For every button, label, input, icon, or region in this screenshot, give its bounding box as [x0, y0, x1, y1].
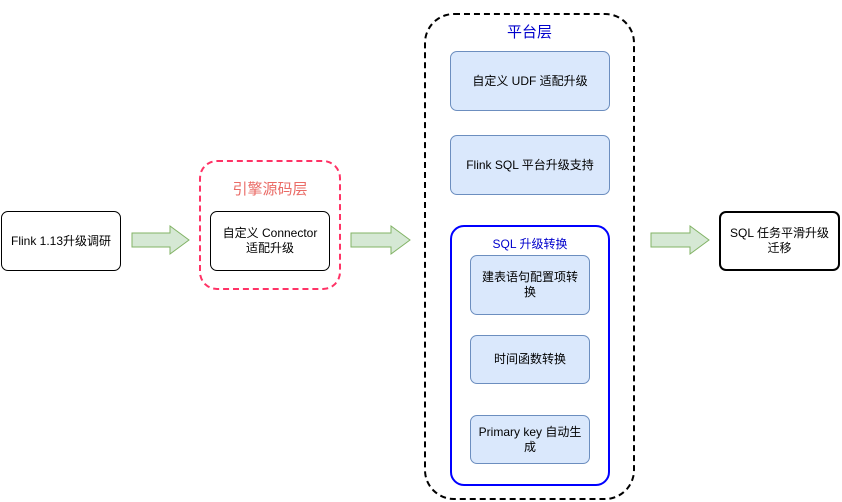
sql-upgrade-title: SQL 升级转换: [492, 237, 568, 251]
arrow-engine-to-platform: [350, 225, 411, 255]
node-sql-task-migration[interactable]: SQL 任务平滑升级迁移: [719, 211, 840, 271]
platform-layer-title: 平台层: [506, 24, 552, 41]
engine-source-layer-title: 引擎源码层: [232, 181, 308, 198]
node-custom-udf[interactable]: 自定义 UDF 适配升级: [450, 51, 610, 111]
node-ddl-option-convert[interactable]: 建表语句配置项转换: [470, 255, 590, 315]
sql-upgrade-group: SQL 升级转换: [450, 225, 610, 486]
node-ddl-option-convert-label: 建表语句配置项转换: [481, 270, 578, 299]
node-flink-research-label: Flink 1.13升级调研: [10, 233, 112, 248]
platform-layer-group: 平台层: [424, 13, 635, 500]
node-flink-sql-platform-label: Flink SQL 平台升级支持: [466, 157, 594, 172]
engine-source-layer-group: 引擎源码层: [199, 160, 341, 290]
node-flink-sql-platform[interactable]: Flink SQL 平台升级支持: [450, 135, 610, 195]
node-custom-udf-label: 自定义 UDF 适配升级: [472, 73, 588, 88]
node-time-func-convert-label: 时间函数转换: [493, 352, 566, 366]
node-sql-task-migration-label: SQL 任务平滑升级迁移: [730, 226, 829, 255]
node-time-func-convert[interactable]: 时间函数转换: [470, 335, 590, 384]
node-flink-research[interactable]: Flink 1.13升级调研: [1, 211, 121, 271]
arrow-platform-to-migration: [650, 225, 710, 255]
node-custom-connector-label: 自定义 Connector 适配升级: [222, 226, 318, 255]
node-custom-connector[interactable]: 自定义 Connector 适配升级: [210, 211, 330, 271]
arrow-research-to-connector: [131, 225, 190, 255]
node-primary-key-gen-label: Primary key 自动生成: [478, 424, 582, 454]
node-primary-key-gen[interactable]: Primary key 自动生成: [470, 415, 590, 464]
